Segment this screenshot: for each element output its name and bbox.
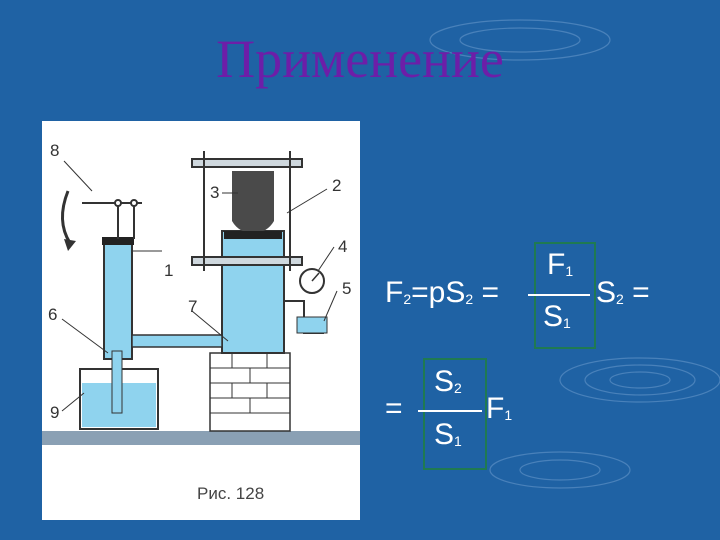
- label-6: 6: [48, 305, 58, 324]
- label-5: 5: [342, 279, 352, 298]
- hydraulic-press-drawing: [42, 151, 360, 445]
- label-7: 7: [188, 297, 198, 316]
- fraction1-denominator: S1: [543, 300, 571, 333]
- label-1: 1: [164, 261, 174, 280]
- large-cylinder: [221, 230, 285, 354]
- highlight-box-s2-s1: [423, 358, 487, 470]
- large-piston: [224, 231, 282, 239]
- fraction2-numerator: S2: [434, 365, 462, 398]
- lever: [82, 199, 142, 239]
- hydraulic-press-figure: 8 1 2 3 4 5 6 7 9 Рис. 128: [42, 121, 360, 520]
- label-9: 9: [50, 403, 60, 422]
- slide-title: Применение: [216, 29, 504, 89]
- formula-line2-f1: F1: [486, 392, 513, 425]
- press-frame: [191, 151, 303, 271]
- small-cylinder: [103, 240, 133, 360]
- fraction2-bar: [418, 410, 482, 412]
- formula-line1-tail: S2 =: [596, 276, 650, 309]
- intake-pipe: [111, 350, 123, 414]
- figure-caption: Рис. 128: [197, 484, 265, 503]
- formula-line1-lhs: F2=pS2 =: [385, 276, 500, 309]
- label-3: 3: [210, 183, 220, 202]
- small-piston: [102, 237, 134, 245]
- fraction1-bar: [528, 294, 590, 296]
- label-4: 4: [338, 237, 348, 256]
- pressed-object: [232, 171, 274, 233]
- connecting-pipe: [131, 334, 223, 348]
- formula-line2-eq: =: [385, 392, 403, 425]
- fraction2-denominator: S1: [434, 418, 462, 451]
- brick-base: [209, 352, 291, 432]
- label-2: 2: [332, 176, 342, 195]
- floor: [42, 431, 360, 445]
- fraction1-numerator: F1: [547, 248, 574, 281]
- label-8: 8: [50, 141, 60, 160]
- relief-valve: [296, 316, 328, 334]
- lever-direction-arrow: [61, 190, 72, 244]
